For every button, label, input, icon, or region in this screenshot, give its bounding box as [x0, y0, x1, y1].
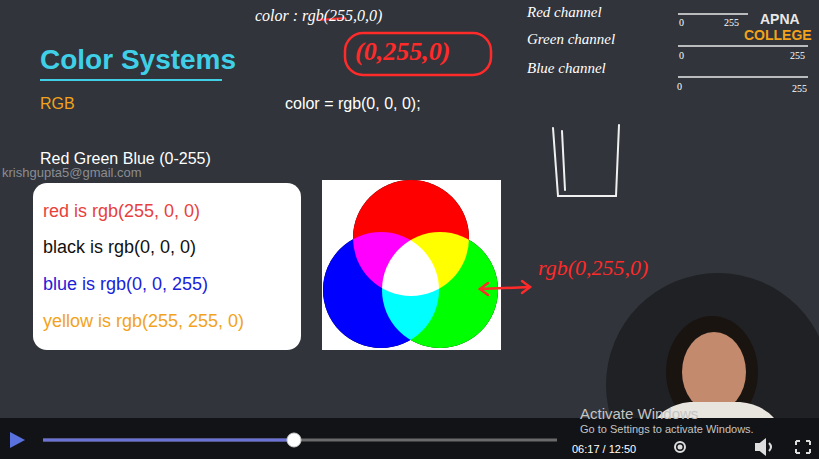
venn-base: [382, 232, 498, 348]
slider-min: 0: [679, 17, 684, 29]
video-time: 06:17 / 12:50: [572, 443, 636, 456]
channel-label: Blue channel: [527, 60, 606, 77]
section-label: RGB: [40, 95, 75, 113]
example-line: blue is rgb(0, 0, 255): [43, 274, 291, 296]
progress-fill: [43, 439, 294, 442]
slider-max: 255: [724, 17, 739, 29]
bucket-sketch: [553, 125, 619, 196]
slide-title: Color Systems: [40, 44, 236, 76]
example-card: red is rgb(255, 0, 0) black is rgb(0, 0, …: [33, 183, 301, 350]
watermark: krishgupta5@gmail.com: [2, 166, 142, 181]
logo-text: COLLEGE: [744, 27, 812, 43]
os-watermark: Activate Windows: [580, 405, 698, 422]
progress-knob: [287, 433, 301, 447]
channel-label: Green channel: [527, 31, 615, 48]
handwritten-note: color : rgb(255,0,0): [255, 7, 382, 25]
player-bar: [0, 418, 819, 459]
rgb-venn: [323, 180, 498, 348]
example-line: black is rgb(0, 0, 0): [43, 237, 291, 259]
channel-label: Red channel: [527, 4, 602, 21]
player-icons: [675, 440, 810, 454]
os-watermark: Go to Settings to activate Windows.: [580, 423, 754, 436]
handwritten-arrow: [480, 281, 530, 295]
title-underline: [40, 79, 222, 81]
play-button: [10, 432, 25, 448]
handwritten-note: (0,255,0): [355, 37, 450, 67]
handwritten-circle: [345, 33, 491, 75]
slider-max: 255: [790, 50, 805, 62]
slider-min: 0: [679, 50, 684, 62]
venn-background: [322, 180, 501, 350]
example-line: yellow is rgb(255, 255, 0): [43, 311, 291, 333]
example-line: red is rgb(255, 0, 0): [43, 201, 291, 223]
code-line: color = rgb(0, 0, 0);: [285, 95, 421, 113]
slider-max: 255: [792, 83, 807, 95]
green-circle: [382, 232, 498, 348]
slider-min: 0: [677, 81, 682, 93]
logo-text: APNA: [760, 11, 800, 27]
handwritten-note: rgb(0,255,0): [538, 255, 648, 280]
presenter-face: [682, 332, 746, 412]
